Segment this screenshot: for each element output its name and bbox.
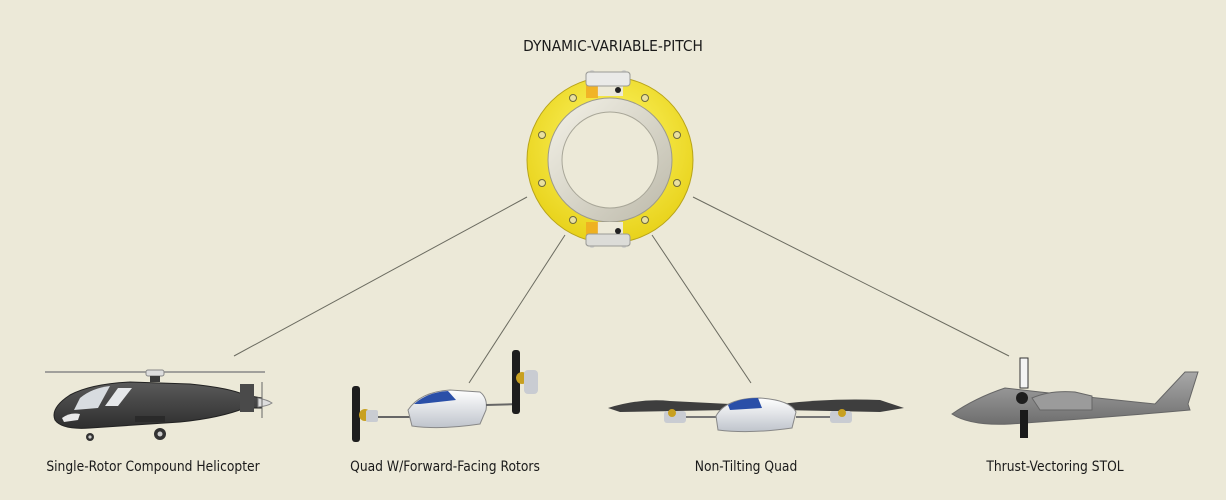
stol-aircraft-icon: [951, 357, 1199, 438]
variable-pitch-hub-icon: [526, 70, 694, 248]
edge-quad-non-tilting: [651, 234, 752, 384]
label-quad-non-tilting: Non-Tilting Quad: [694, 459, 798, 475]
edge-stol: [692, 196, 1010, 357]
quad-forward-facing-icon: [352, 350, 538, 442]
label-helicopter: Single-Rotor Compound Helicopter: [46, 459, 260, 475]
label-stol: Thrust-Vectoring STOL: [986, 459, 1124, 475]
label-quad-forward: Quad W/Forward-Facing Rotors: [350, 459, 540, 475]
non-tilting-quad-icon: [608, 397, 904, 433]
edge-helicopter: [233, 196, 528, 357]
helicopter-icon: [45, 369, 273, 441]
diagram-title: DYNAMIC-VARIABLE-PITCH: [523, 37, 703, 55]
edge-quad-forward: [468, 234, 566, 384]
